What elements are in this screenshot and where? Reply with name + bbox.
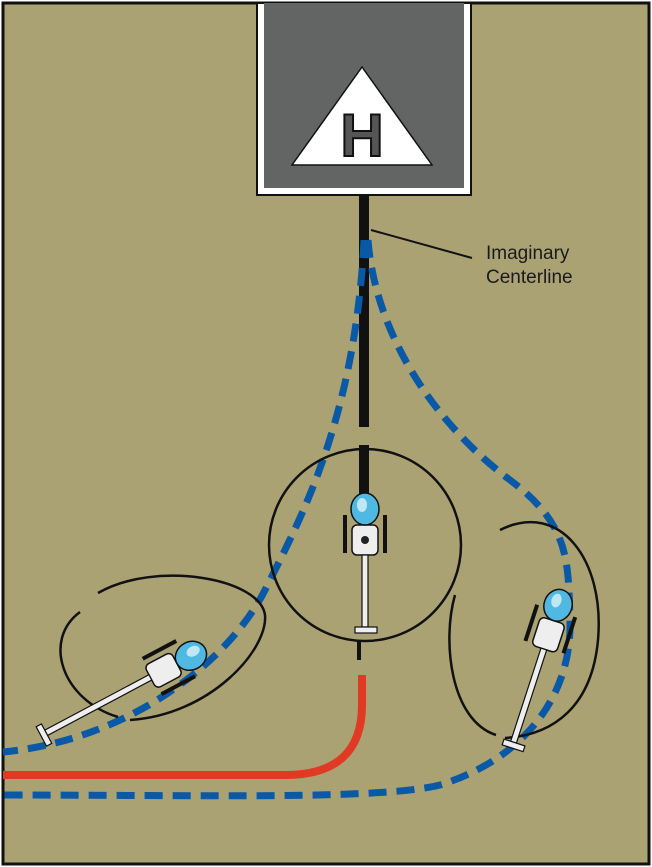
helipad-triangle (290, 65, 434, 166)
helicopter-icon (343, 492, 387, 634)
rotor-disc-center (267, 447, 463, 643)
rotor-disc-right (448, 520, 600, 740)
path-solid-red (3, 675, 366, 779)
path-dashed-blue (2, 239, 574, 800)
centerline-label-line1: Imaginary (486, 243, 570, 264)
helipad-h-icon: H (340, 102, 383, 169)
centerline-label: Imaginary Centerline (486, 242, 573, 290)
centerline-label-line2: Centerline (486, 267, 573, 288)
helipad: H (256, 2, 472, 196)
path-dashed-right (2, 239, 574, 800)
rotor-discs (59, 447, 600, 740)
rotor-disc-left (59, 574, 267, 722)
helicopter-icon (35, 639, 208, 748)
helicopter-icon (501, 588, 578, 753)
path-dashed-left (2, 239, 368, 756)
centerline-leader-line (370, 229, 473, 259)
